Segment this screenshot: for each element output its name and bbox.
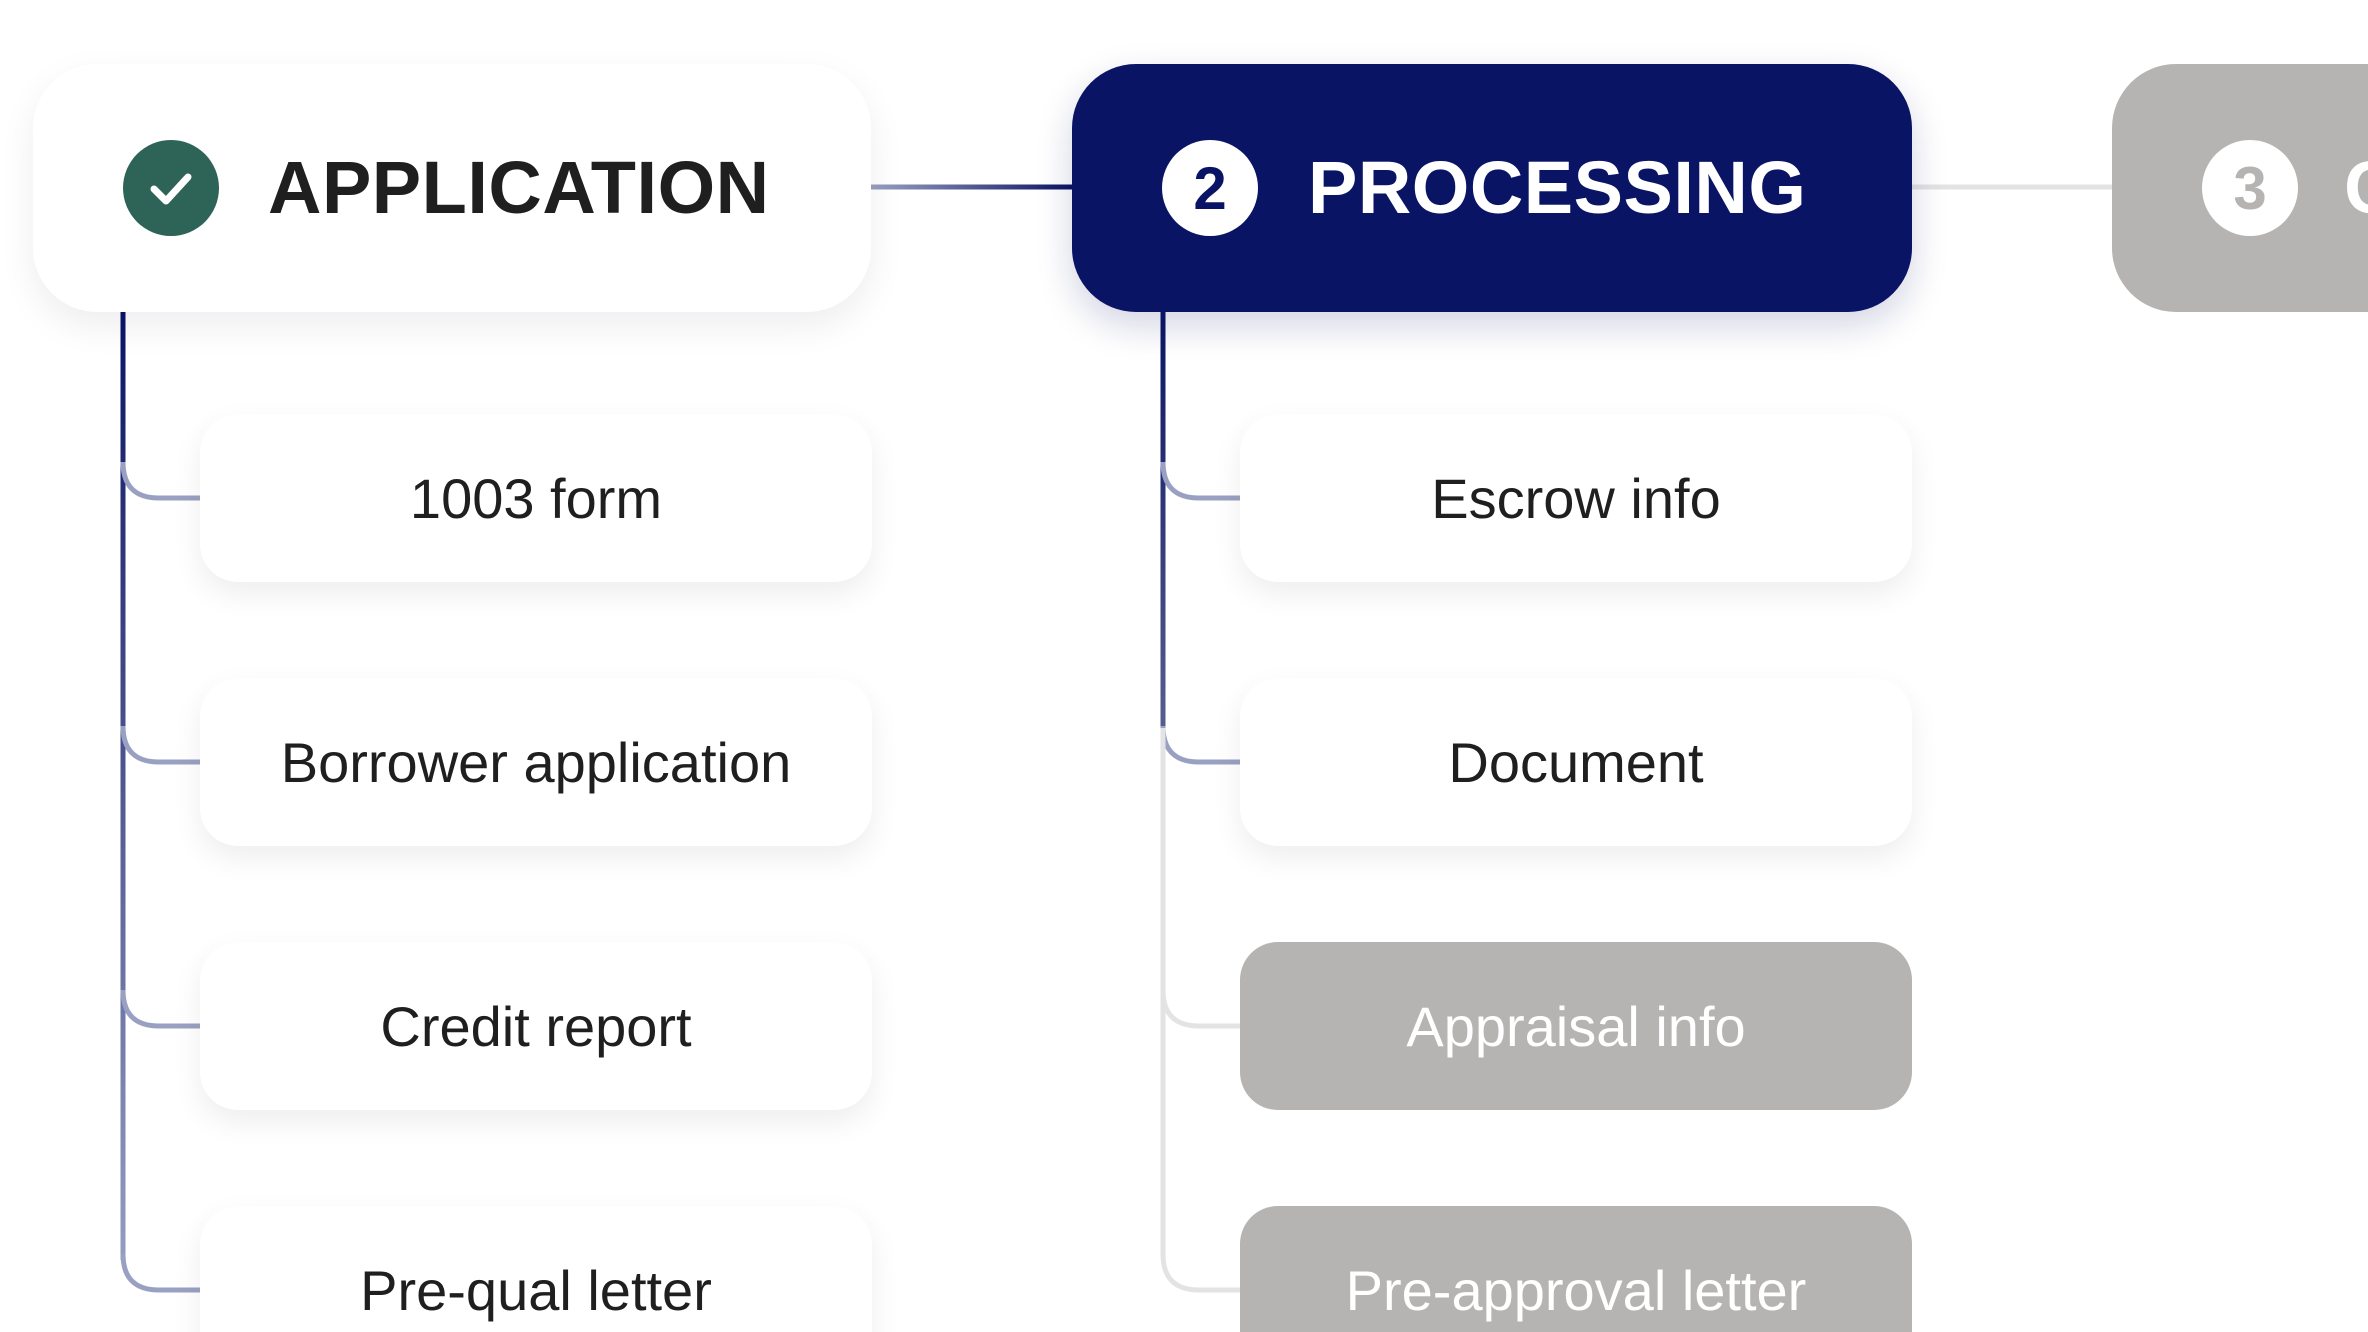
processing-branch-4: [1160, 1253, 1240, 1293]
task-card[interactable]: Borrower application: [200, 678, 872, 846]
processing-branch-3: [1160, 989, 1240, 1029]
processing-branch-1: [1160, 461, 1240, 501]
check-icon: [150, 173, 192, 205]
task-card[interactable]: 1003 form: [200, 414, 872, 582]
stage-title: C: [2344, 64, 2368, 312]
application-branch-2: [120, 725, 200, 765]
application-branch-3: [120, 989, 200, 1029]
stage-number-badge: 3: [2202, 140, 2298, 236]
stage-title: PROCESSING: [1308, 146, 1807, 229]
application-branch-1: [120, 461, 200, 501]
stage-complete-badge: [123, 140, 219, 236]
task-card-pending[interactable]: Appraisal info: [1240, 942, 1912, 1110]
task-card[interactable]: Pre-qual letter: [200, 1206, 872, 1332]
task-card[interactable]: Escrow info: [1240, 414, 1912, 582]
application-branch-4: [120, 1253, 200, 1293]
stage-card-application[interactable]: APPLICATION: [33, 64, 871, 312]
task-card-pending[interactable]: Pre-approval letter: [1240, 1206, 1912, 1332]
stage-number-badge: 2: [1162, 140, 1258, 236]
processing-branch-2: [1160, 725, 1240, 765]
stage-card-3[interactable]: 3 C: [2112, 64, 2368, 312]
task-card[interactable]: Credit report: [200, 942, 872, 1110]
stage-card-processing[interactable]: 2 PROCESSING: [1072, 64, 1912, 312]
stage-title: APPLICATION: [268, 146, 770, 229]
task-card[interactable]: Document: [1240, 678, 1912, 846]
